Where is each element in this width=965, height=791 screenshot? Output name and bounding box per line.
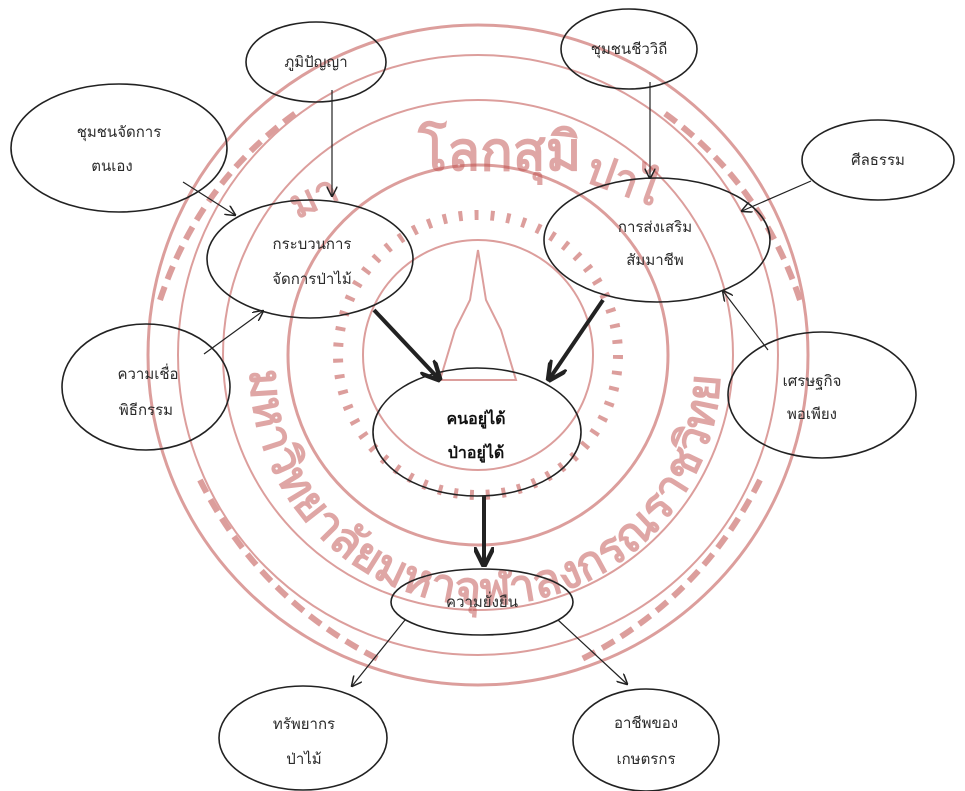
node-resource-label-1: ทรัพยากร bbox=[273, 715, 335, 733]
bold-arrow-process-to-center bbox=[372, 308, 438, 378]
node-center-label-1: คนอยู่ได้ bbox=[446, 409, 505, 430]
node-resource-ellipse bbox=[218, 685, 388, 791]
node-livelihood-label-2: สัมมาชีพ bbox=[626, 251, 683, 269]
seal-inner-ring bbox=[362, 239, 594, 471]
arrow-morality-to-livelihood bbox=[742, 180, 812, 211]
arrow-sufficiency-to-livelihood bbox=[723, 291, 769, 351]
node-self-manage-ellipse bbox=[10, 83, 228, 213]
node-morality-label: ศีลธรรม bbox=[851, 151, 905, 169]
seal-ring-4 bbox=[286, 163, 670, 547]
node-self-manage-label-2: ตนเอง bbox=[91, 157, 132, 175]
node-resource-label-2: ป่าไม้ bbox=[286, 750, 321, 768]
node-sufficiency-label-2: พอเพียง bbox=[787, 405, 837, 423]
node-wisdom-label: ภูมิปัญญา bbox=[284, 53, 347, 71]
node-morality-ellipse bbox=[801, 119, 955, 201]
node-center-label-2: ป่าอยู่ได้ bbox=[448, 443, 505, 464]
arrow-selfmanage-to-process bbox=[182, 181, 235, 215]
node-sufficiency-ellipse bbox=[727, 331, 917, 459]
node-forest-process-label-2: จัดการป่าไม้ bbox=[272, 270, 351, 288]
node-farmer-label-1: อาชีพของ bbox=[614, 714, 678, 732]
seal-pattern-band bbox=[157, 107, 803, 663]
arrow-sustain-to-farmer bbox=[557, 619, 627, 684]
bold-arrow-livelihood-to-center bbox=[550, 298, 605, 378]
seal-stupa-shape bbox=[438, 249, 518, 381]
node-farmer-ellipse bbox=[572, 688, 720, 791]
node-forest-process-label-1: กระบวนการ bbox=[273, 235, 352, 253]
node-belief-ellipse bbox=[61, 323, 231, 451]
arrow-belief-to-process bbox=[203, 311, 263, 355]
node-community-life-label: ชุมชนชีววิถี bbox=[591, 40, 668, 59]
seal-bead-ring bbox=[333, 210, 623, 500]
node-community-life-ellipse bbox=[560, 8, 698, 90]
seal-outer-ring bbox=[146, 23, 810, 687]
seal-text-top: โลกสุมิ bbox=[417, 119, 581, 186]
node-belief-label-2: พิธีกรรม bbox=[119, 401, 173, 419]
arrow-sustain-to-resource bbox=[352, 619, 406, 686]
node-wisdom-ellipse bbox=[245, 21, 387, 103]
node-livelihood-label-1: การส่งเสริม bbox=[618, 218, 692, 236]
node-self-manage-label-1: ชุมชนจัดการ bbox=[77, 123, 162, 142]
node-sustain-ellipse bbox=[390, 568, 574, 636]
node-farmer-label-2: เกษตรกร bbox=[616, 750, 675, 768]
seal-ring-3 bbox=[222, 99, 734, 611]
node-belief-label-1: ความเชื่อ bbox=[117, 363, 178, 383]
node-sufficiency-label-1: เศรษฐกิจ bbox=[783, 372, 842, 390]
seal-ring-2 bbox=[177, 54, 779, 656]
node-center-ellipse bbox=[372, 367, 582, 497]
node-sustain-label: ความยั่งยืน bbox=[446, 591, 518, 611]
node-livelihood-ellipse bbox=[543, 177, 771, 303]
node-forest-process-ellipse bbox=[206, 199, 414, 319]
